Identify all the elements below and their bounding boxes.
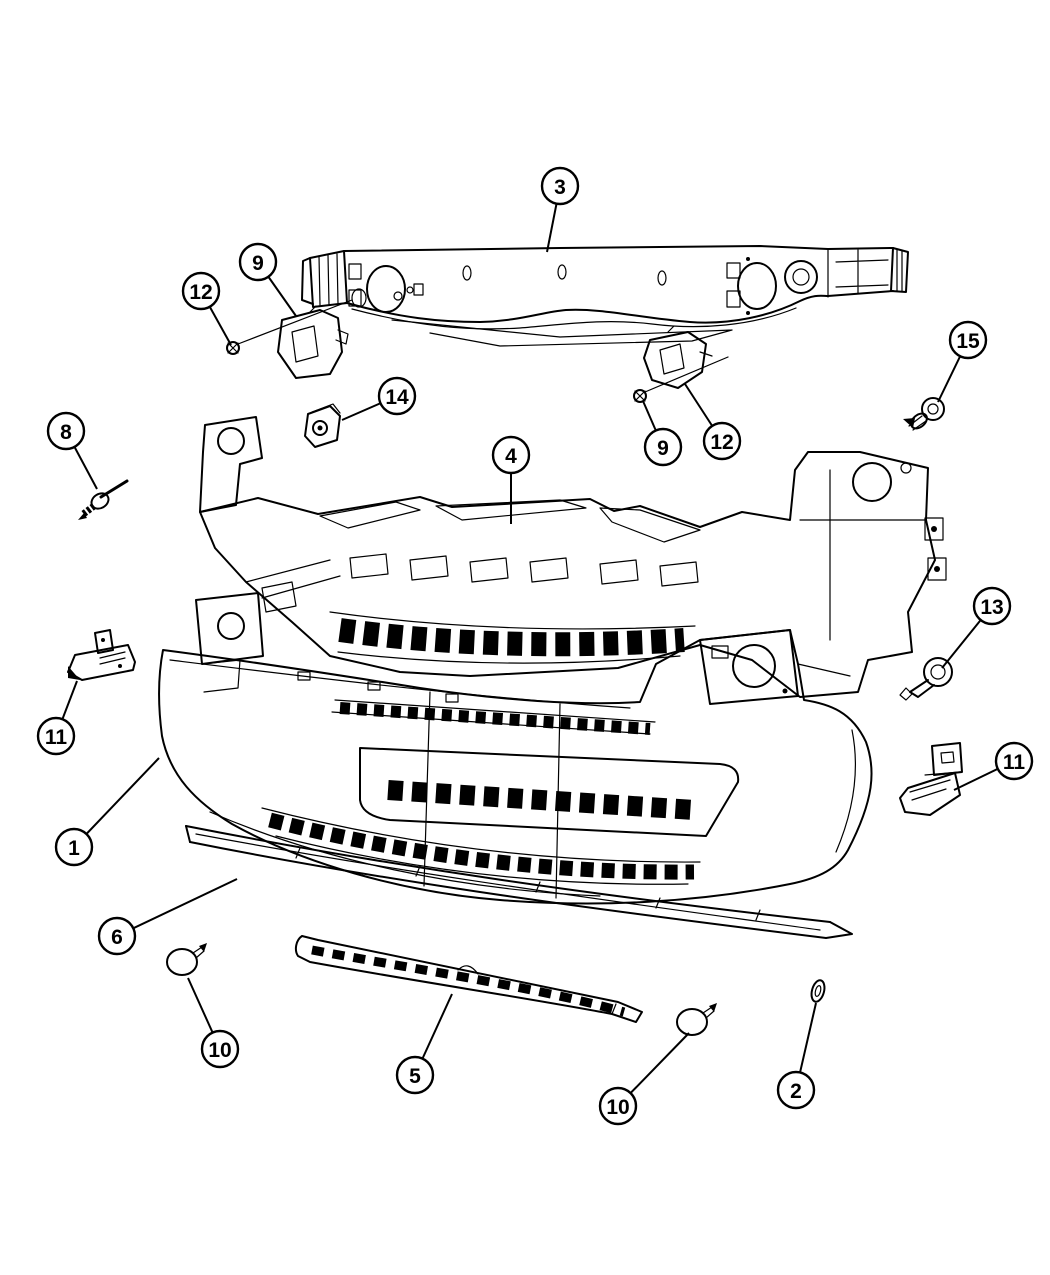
part-bolt-8 xyxy=(78,479,129,520)
callout-label: 10 xyxy=(606,1096,629,1119)
part-bumper-absorber xyxy=(199,416,947,698)
callout-10-left[interactable]: 10 xyxy=(187,977,240,1069)
part-sensor-bracket-left xyxy=(237,299,353,379)
callout-9-left[interactable]: 9 xyxy=(238,242,297,317)
callout-11-right[interactable]: 11 xyxy=(953,741,1034,791)
part-bolt-13 xyxy=(899,657,953,701)
callout-8[interactable]: 8 xyxy=(46,411,98,490)
callout-label: 5 xyxy=(409,1065,421,1088)
part-push-pin-10-left xyxy=(166,943,207,976)
callout-12-left[interactable]: 12 xyxy=(181,271,232,346)
callout-5[interactable]: 5 xyxy=(395,993,453,1095)
callout-12-right[interactable]: 12 xyxy=(684,383,742,461)
part-screw-left xyxy=(226,341,240,355)
callout-label: 14 xyxy=(385,386,409,409)
callout-label: 1 xyxy=(68,837,80,860)
part-clip-nut xyxy=(304,403,341,448)
part-bumper-fascia xyxy=(158,592,873,905)
part-bracket-right xyxy=(643,325,729,393)
part-bracket-11-left xyxy=(67,629,136,681)
callout-label: 4 xyxy=(505,445,517,468)
callout-3[interactable]: 3 xyxy=(540,166,580,253)
callout-label: 3 xyxy=(554,176,566,199)
callout-15[interactable]: 15 xyxy=(937,320,988,403)
callout-11-left[interactable]: 11 xyxy=(36,680,78,756)
callout-10-right[interactable]: 10 xyxy=(598,1032,690,1126)
callout-label: 11 xyxy=(45,726,68,749)
callout-label: 2 xyxy=(790,1080,802,1103)
callout-6[interactable]: 6 xyxy=(97,878,238,956)
callout-4[interactable]: 4 xyxy=(491,435,531,524)
callout-label: 11 xyxy=(1003,751,1026,774)
part-screw-right xyxy=(633,389,647,403)
part-grommet-2 xyxy=(810,979,826,1003)
part-bracket-11-right xyxy=(899,742,963,816)
callout-label: 9 xyxy=(657,437,669,460)
callout-label: 12 xyxy=(189,281,212,304)
callout-1[interactable]: 1 xyxy=(54,757,160,867)
part-push-pin-10-right xyxy=(676,1003,717,1036)
callout-label: 9 xyxy=(252,252,264,275)
part-push-pin-15 xyxy=(903,397,945,431)
part-bumper-reinforcement xyxy=(301,245,909,347)
callout-label: 6 xyxy=(111,926,123,949)
callout-13[interactable]: 13 xyxy=(941,586,1012,669)
callout-2[interactable]: 2 xyxy=(776,1002,817,1110)
callout-14[interactable]: 14 xyxy=(341,376,417,421)
callout-label: 10 xyxy=(208,1039,231,1062)
callout-label: 15 xyxy=(956,330,980,353)
part-air-dam xyxy=(185,825,853,939)
callout-label: 13 xyxy=(980,596,1003,619)
callout-label: 12 xyxy=(710,431,733,454)
part-lower-molding xyxy=(294,935,643,1023)
callout-label: 8 xyxy=(60,421,72,444)
callout-9-right[interactable]: 9 xyxy=(642,400,683,467)
